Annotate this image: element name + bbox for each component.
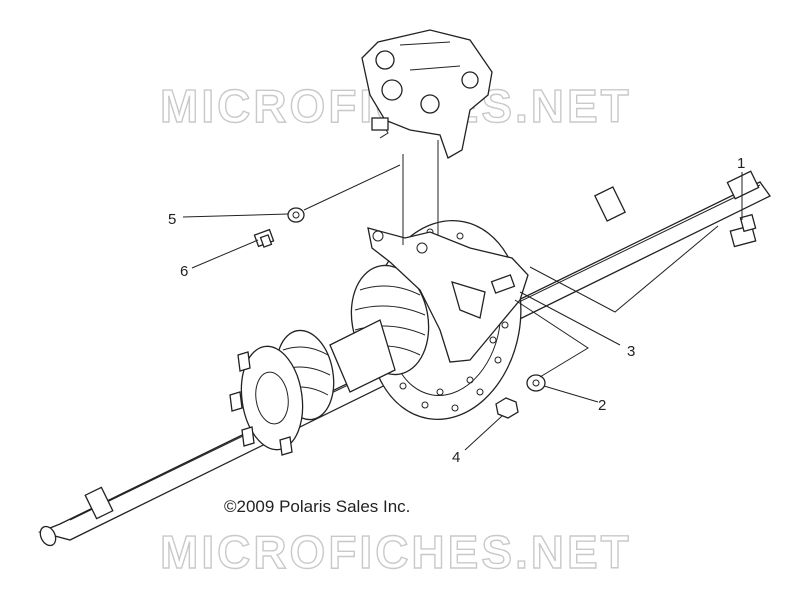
part-6-bolt xyxy=(253,228,275,248)
part-4-nut xyxy=(495,397,519,419)
leader-4 xyxy=(464,415,503,451)
watermark-bottom: MICROFICHES.NET xyxy=(160,526,632,578)
callout-3: 3 xyxy=(627,343,635,360)
leader-3b xyxy=(514,299,589,378)
callout-4: 4 xyxy=(452,449,460,466)
copyright-text: ©2009 Polaris Sales Inc. xyxy=(224,497,410,516)
leader-1-assembly xyxy=(529,225,719,313)
leader-2 xyxy=(543,385,599,403)
part-5-washer xyxy=(287,207,305,223)
part-1-bolt xyxy=(729,213,757,248)
leader-3 xyxy=(519,291,621,346)
callout-2: 2 xyxy=(598,397,606,414)
wheel-hub xyxy=(229,345,304,456)
brake-caliper xyxy=(361,29,493,159)
callout-1: 1 xyxy=(737,155,745,172)
caliper-bracket xyxy=(367,227,529,363)
part-2-washer xyxy=(526,374,546,392)
callout-5: 5 xyxy=(168,211,176,228)
bearing-carrier xyxy=(275,264,430,421)
leader-5-assembly xyxy=(303,164,401,211)
leader-5 xyxy=(182,213,289,218)
leader-6 xyxy=(191,239,259,269)
callout-6: 6 xyxy=(180,263,188,280)
